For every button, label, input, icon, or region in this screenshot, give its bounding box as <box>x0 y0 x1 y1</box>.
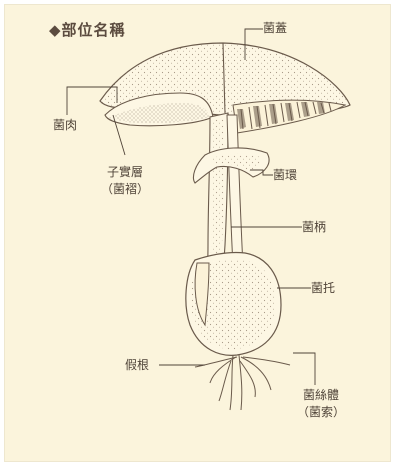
label-pseudorhiza: 假根 <box>125 358 149 372</box>
label-cap: 菌蓋 <box>263 21 287 35</box>
label-mycelium-line2: （菌索） <box>297 405 345 419</box>
label-ring: 菌環 <box>273 168 297 182</box>
label-hymenium-line1: 子實層 <box>101 165 149 179</box>
roots <box>195 355 290 410</box>
label-mycelium: 菌絲體 （菌索） <box>297 388 345 419</box>
label-hymenium: 子實層 （菌褶） <box>101 165 149 196</box>
label-flesh: 菌肉 <box>53 118 77 132</box>
diagram-frame: ◆部位名稱 <box>4 4 391 462</box>
label-volva: 菌托 <box>311 281 335 295</box>
label-mycelium-line1: 菌絲體 <box>297 388 345 402</box>
label-hymenium-line2: （菌褶） <box>101 182 149 196</box>
label-stalk: 菌柄 <box>302 220 326 234</box>
